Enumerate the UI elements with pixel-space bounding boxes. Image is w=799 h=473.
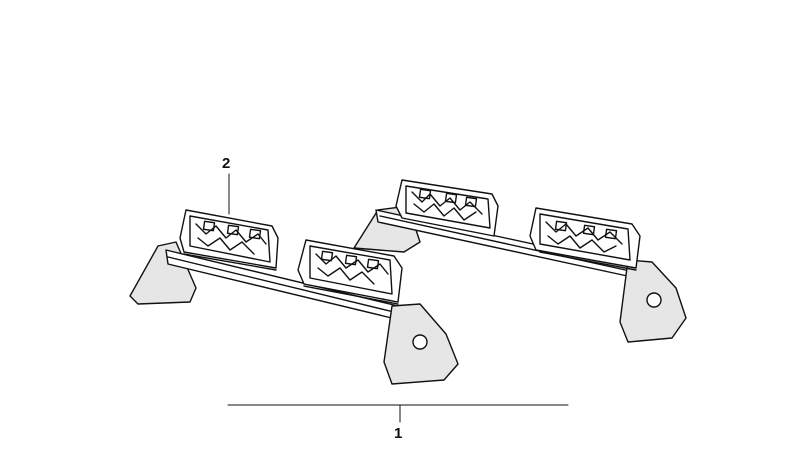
callout-label-1: 1 [394,425,403,442]
rear-ski-holder-right [529,207,641,271]
rear-ski-holder-left [395,179,499,237]
front-ski-holder-left [179,209,279,271]
front-ski-carrier [129,209,459,385]
rear-ski-carrier [353,179,687,343]
front-ski-holder-right [297,239,403,305]
rear-end-cap-hole [646,292,662,308]
front-end-cap-hole [412,334,428,350]
callout-label-2: 2 [222,155,231,172]
